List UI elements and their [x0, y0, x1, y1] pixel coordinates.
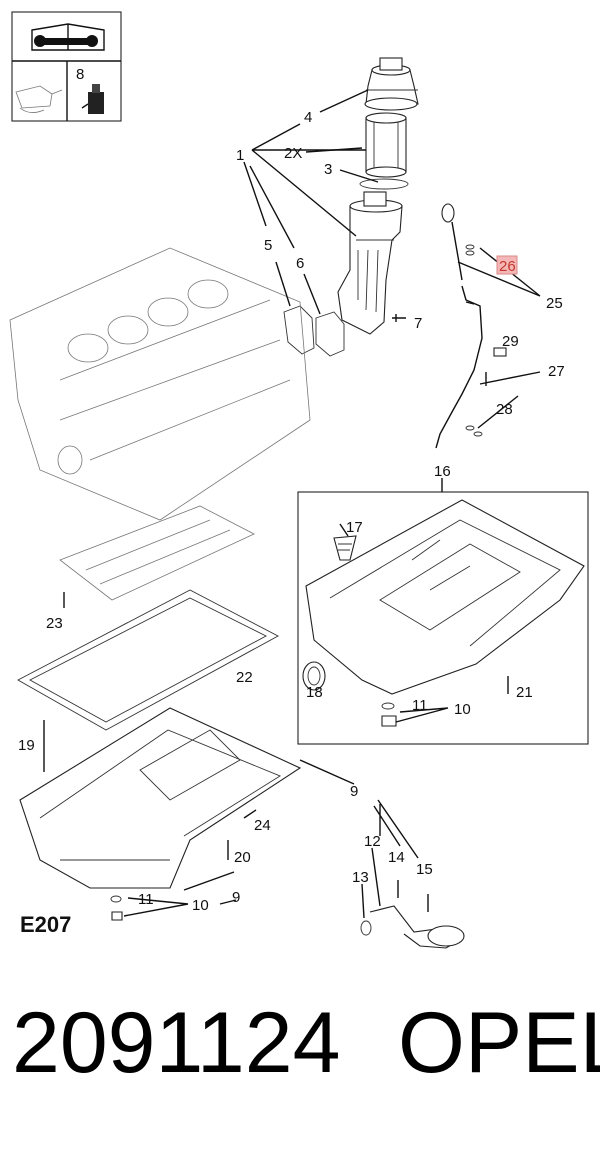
callout-18: 18 — [306, 684, 323, 701]
oil-filter-element — [365, 112, 407, 178]
detail-washer-11 — [381, 702, 395, 710]
oil-pan-gasket-22 — [17, 589, 279, 731]
callout-6: 6 — [296, 255, 304, 272]
sealant-tube-icon — [81, 84, 104, 114]
callout-22: 22 — [236, 669, 253, 686]
callout-14: 14 — [388, 849, 405, 866]
footer: 2091124 OPEL — [0, 1000, 600, 1110]
oil-pickup-17 — [333, 535, 357, 561]
housing-bolt-7 — [392, 314, 406, 322]
oil-filter-housing — [337, 191, 403, 335]
callout-8: 8 — [76, 66, 84, 83]
callout-19: 19 — [18, 737, 35, 754]
callout-12: 12 — [364, 833, 381, 850]
callout-5: 5 — [264, 237, 272, 254]
seal-ring-18 — [302, 661, 326, 691]
callout-20: 20 — [234, 849, 251, 866]
o-ring-13 — [360, 920, 372, 936]
engine-block — [9, 247, 311, 521]
callout-3: 3 — [324, 161, 332, 178]
callout-11-lower: 11 — [138, 891, 154, 908]
callout-21: 21 — [516, 684, 533, 701]
callout-23: 23 — [46, 615, 63, 632]
brand-name: OPEL — [398, 995, 600, 1091]
part-number: 2091124 — [12, 995, 341, 1091]
manual-tools-icon — [31, 23, 105, 51]
housing-gasket-6 — [315, 311, 345, 357]
detail-drain-plug-10 — [381, 715, 397, 727]
callout-29: 29 — [502, 333, 519, 350]
leader-lines — [123, 89, 541, 919]
callout-2x: 2X — [284, 145, 302, 162]
callout-11-detail: 11 — [412, 697, 428, 714]
oil-filter-cap — [364, 57, 419, 111]
oil-baffle — [59, 505, 255, 601]
callout-10-detail: 10 — [454, 701, 471, 718]
bolt-24 — [243, 809, 257, 819]
oil-pump-pipe-12 — [369, 905, 465, 949]
dipstick-bolt-29 — [493, 347, 507, 357]
exploded-parts-diagram: 8 — [9, 11, 589, 949]
callouts: 1 2X 3 4 5 6 7 26 25 29 27 28 16 17 18 2… — [18, 109, 565, 937]
callout-24: 24 — [254, 817, 271, 834]
diagram-code: E207 — [20, 912, 71, 937]
callout-28: 28 — [496, 401, 513, 418]
drain-plug-10 — [111, 911, 123, 921]
dipstick — [435, 203, 483, 449]
callout-15: 15 — [416, 861, 433, 878]
callout-27: 27 — [548, 363, 565, 380]
callout-9-lower: 9 — [232, 889, 240, 906]
highlight-callout-26 — [496, 255, 518, 275]
callout-13: 13 — [352, 869, 369, 886]
oil-filter-o-ring — [359, 178, 409, 190]
callout-25: 25 — [546, 295, 563, 312]
dipstick-o-rings-28 — [465, 425, 483, 437]
callout-16: 16 — [434, 463, 451, 480]
callout-9-upper: 9 — [350, 783, 358, 800]
legend-box: 8 — [11, 11, 122, 122]
callout-10-lower: 10 — [192, 897, 209, 914]
lower-oil-pan — [19, 707, 302, 889]
callout-26: 26 — [499, 258, 516, 275]
upper-oil-pan-detail-box — [297, 491, 589, 745]
callout-7: 7 — [414, 315, 422, 332]
callout-1: 1 — [236, 147, 244, 164]
dipstick-o-rings-26 — [465, 244, 475, 256]
oil-can-icon — [15, 85, 63, 113]
callout-4: 4 — [304, 109, 312, 126]
housing-gasket-5 — [283, 305, 315, 355]
callout-17: 17 — [346, 519, 363, 536]
drain-plug-washer-11 — [110, 895, 122, 903]
